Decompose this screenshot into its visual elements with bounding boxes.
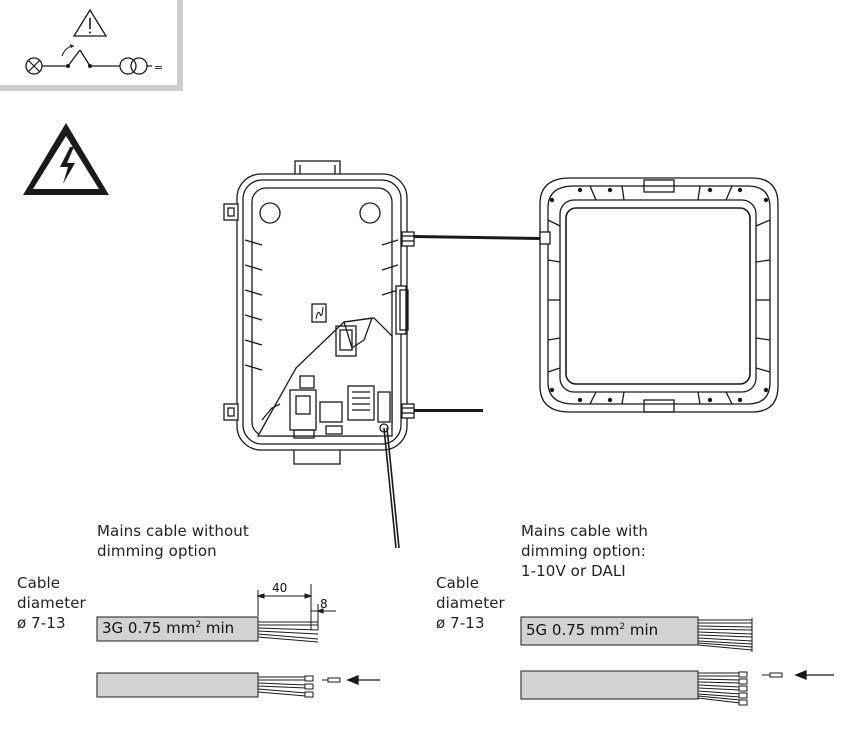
left-diameter-label-1: Cable — [17, 574, 61, 592]
right-diameter-label-1: Cable — [436, 574, 480, 592]
luminaire-screw-holes — [549, 187, 769, 403]
luminaire-frame — [539, 177, 779, 413]
right-cable-spec-superscript: 2 — [619, 622, 626, 632]
arrow-left-icon — [346, 675, 380, 685]
right-cable-title-line-2: dimming option: — [521, 542, 646, 560]
transformer-icon — [119, 57, 152, 75]
left-cable-spec-superscript: 2 — [195, 620, 202, 630]
right-cable-title-line-3: 1-10V or DALI — [521, 562, 626, 580]
cable-5g-stripped — [520, 616, 753, 652]
left-cable-spec: 3G 0.75 mm2 min — [102, 619, 234, 637]
right-cable-spec: 5G 0.75 mm2 min — [526, 621, 658, 639]
tip-length-value: 8 — [320, 597, 328, 611]
strip-length-dimension — [256, 584, 336, 630]
cable-3g-stripped — [96, 616, 319, 643]
right-cable-spec-text: 5G 0.75 mm — [526, 621, 620, 639]
switch-icon — [42, 44, 120, 68]
right-diameter-label-3: ø 7-13 — [436, 614, 485, 632]
dc-supply-symbol: = — [154, 61, 163, 74]
electric-hazard-icon — [23, 123, 109, 195]
cable-5g-with-ferrules — [520, 670, 783, 706]
warning-triangle-icon — [72, 8, 108, 37]
connection-cables — [383, 235, 541, 549]
left-diameter-label-2: diameter — [17, 594, 86, 612]
strip-length-value: 40 — [272, 581, 288, 595]
arrow-left-icon — [794, 670, 834, 680]
lamp-icon — [25, 57, 43, 75]
right-cable-title-line-1: Mains cable with — [521, 522, 648, 540]
left-cable-spec-suffix: min — [201, 619, 235, 637]
wiring-symbol-panel: = — [0, 0, 183, 91]
left-cable-title-line-2: dimming option — [97, 542, 217, 560]
control-box — [223, 160, 415, 465]
right-diameter-label-2: diameter — [436, 594, 505, 612]
left-diameter-label-3: ø 7-13 — [17, 614, 66, 632]
left-cable-spec-text: 3G 0.75 mm — [102, 619, 196, 637]
left-cable-title-line-1: Mains cable without — [97, 522, 249, 540]
cable-3g-with-ferrules — [96, 672, 341, 698]
right-cable-spec-suffix: min — [625, 621, 659, 639]
